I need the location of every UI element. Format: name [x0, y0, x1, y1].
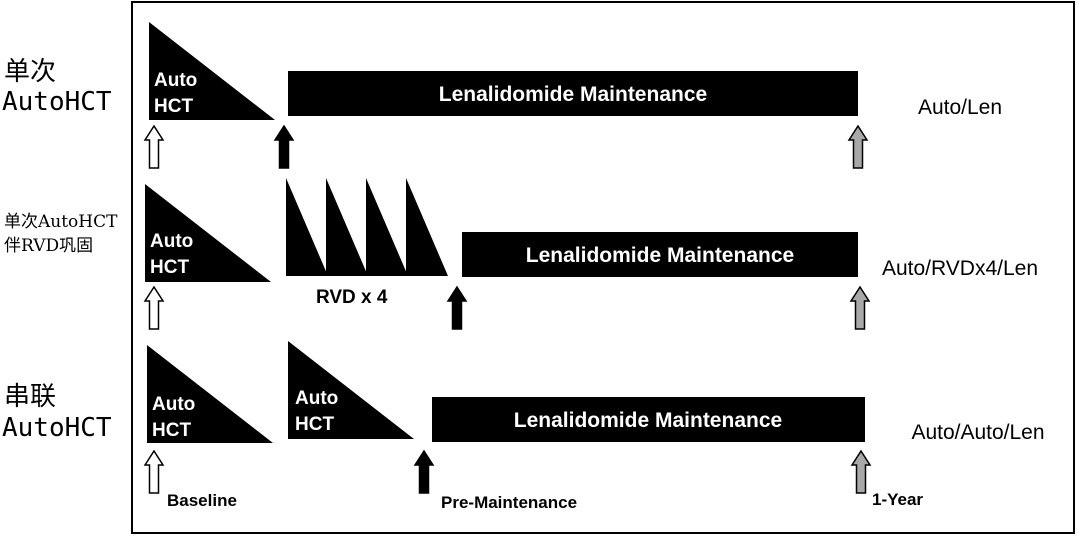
row2-hct-text: HCT — [150, 257, 189, 278]
row3-maintenance-text: Lenalidomide Maintenance — [514, 409, 782, 432]
row2-maintenance-bar — [462, 232, 858, 277]
row3-baseline-arrow-icon — [144, 450, 164, 494]
row1-premaintenance-arrow-icon — [274, 125, 294, 169]
row2-rvd-label: RVD x 4 — [316, 287, 388, 308]
frame — [131, 1, 1075, 534]
row1-arm-label: Auto/Len — [918, 96, 1002, 119]
row2-auto-text: Auto — [150, 231, 193, 252]
one-year-label: 1-Year — [872, 490, 923, 509]
row1-auto-hct-block — [149, 22, 275, 120]
row2-label-line2: 伴RVD巩固 — [4, 236, 93, 256]
row3-arm-label: Auto/Auto/Len — [911, 421, 1044, 444]
rvd-cycle-3 — [366, 178, 408, 276]
rvd-cycle-1 — [286, 178, 328, 276]
row3-auto-text-2: Auto — [295, 388, 338, 409]
row2-baseline-arrow-icon — [144, 286, 164, 330]
row3-hct-text-2: HCT — [295, 414, 334, 435]
pre-maintenance-label: Pre-Maintenance — [441, 493, 577, 512]
row1-hct-text: HCT — [154, 96, 193, 117]
row1-label-line1: 单次 — [4, 57, 56, 87]
baseline-label: Baseline — [167, 491, 237, 510]
row2-label-line1: 单次AutoHCT — [4, 212, 118, 232]
row3-auto-hct-block-2 — [288, 341, 414, 439]
row2-rvd-cycles — [286, 178, 448, 276]
row3-one-year-arrow-icon — [851, 450, 871, 494]
row2-maintenance-text: Lenalidomide Maintenance — [526, 244, 794, 267]
row1-baseline-arrow-icon — [144, 125, 164, 169]
row3-premaintenance-arrow-icon — [414, 450, 434, 494]
row1-auto-text: Auto — [154, 70, 197, 91]
rvd-cycle-2 — [326, 178, 368, 276]
row1-label-line2: AutoHCT — [2, 87, 112, 117]
row1-one-year-arrow-icon — [848, 125, 868, 169]
row1-maintenance-text: Lenalidomide Maintenance — [439, 83, 707, 106]
row3-hct-text-1: HCT — [152, 420, 191, 441]
row1-maintenance-bar — [288, 71, 858, 116]
row3-label-line2: AutoHCT — [2, 413, 112, 443]
row3-auto-text-1: Auto — [152, 394, 195, 415]
row2-premaintenance-arrow-icon — [447, 286, 467, 330]
row3-maintenance-bar — [432, 397, 865, 442]
row3-label-line1: 串联 — [4, 382, 56, 412]
row2-one-year-arrow-icon — [850, 286, 870, 330]
row2-arm-label: Auto/RVDx4/Len — [882, 257, 1038, 280]
row2-auto-hct-block — [145, 184, 271, 282]
row3-auto-hct-block-1 — [147, 345, 273, 443]
rvd-cycle-4 — [406, 178, 448, 276]
